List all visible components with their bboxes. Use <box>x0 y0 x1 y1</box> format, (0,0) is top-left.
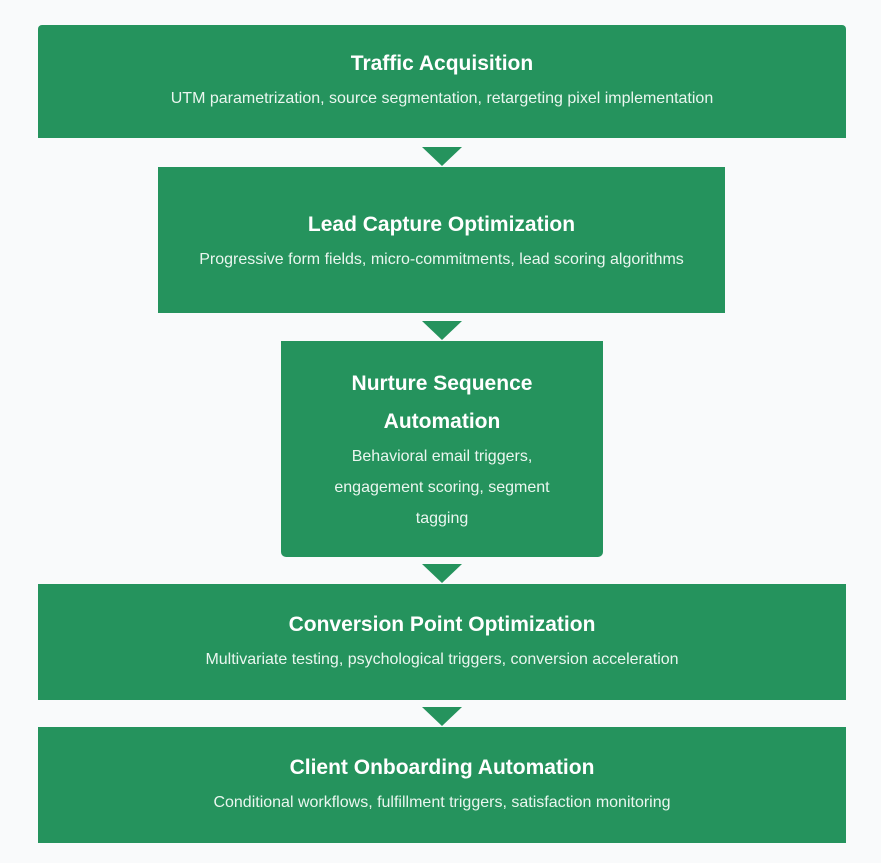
stage-nurture-sequence-automation: Nurture Sequence Automation Behavioral e… <box>281 341 603 557</box>
stage-description: Multivariate testing, psychological trig… <box>205 650 679 668</box>
down-arrow-icon <box>422 707 462 726</box>
stage-description: Behavioral email triggers, engagement sc… <box>334 447 550 527</box>
stage-client-onboarding-automation: Client Onboarding Automation Conditional… <box>38 727 846 843</box>
stage-title: Lead Capture Optimization <box>307 212 576 236</box>
stage-lead-capture-optimization: Lead Capture Optimization Progressive fo… <box>158 167 725 313</box>
stage-title: Nurture Sequence Automation <box>351 371 533 433</box>
stage-conversion-point-optimization: Conversion Point Optimization Multivaria… <box>38 584 846 700</box>
down-arrow-icon <box>422 147 462 166</box>
stage-description: Conditional workflows, fulfillment trigg… <box>213 793 671 811</box>
stage-title: Conversion Point Optimization <box>288 612 596 636</box>
stage-title: Client Onboarding Automation <box>289 755 595 779</box>
stage-description: UTM parametrization, source segmentation… <box>170 90 714 107</box>
down-arrow-icon <box>422 564 462 583</box>
stage-title: Traffic Acquisition <box>350 52 534 75</box>
stage-description: Progressive form fields, micro-commitmen… <box>199 250 684 268</box>
stage-traffic-acquisition: Traffic Acquisition UTM parametrization,… <box>38 25 846 138</box>
down-arrow-icon <box>422 321 462 340</box>
